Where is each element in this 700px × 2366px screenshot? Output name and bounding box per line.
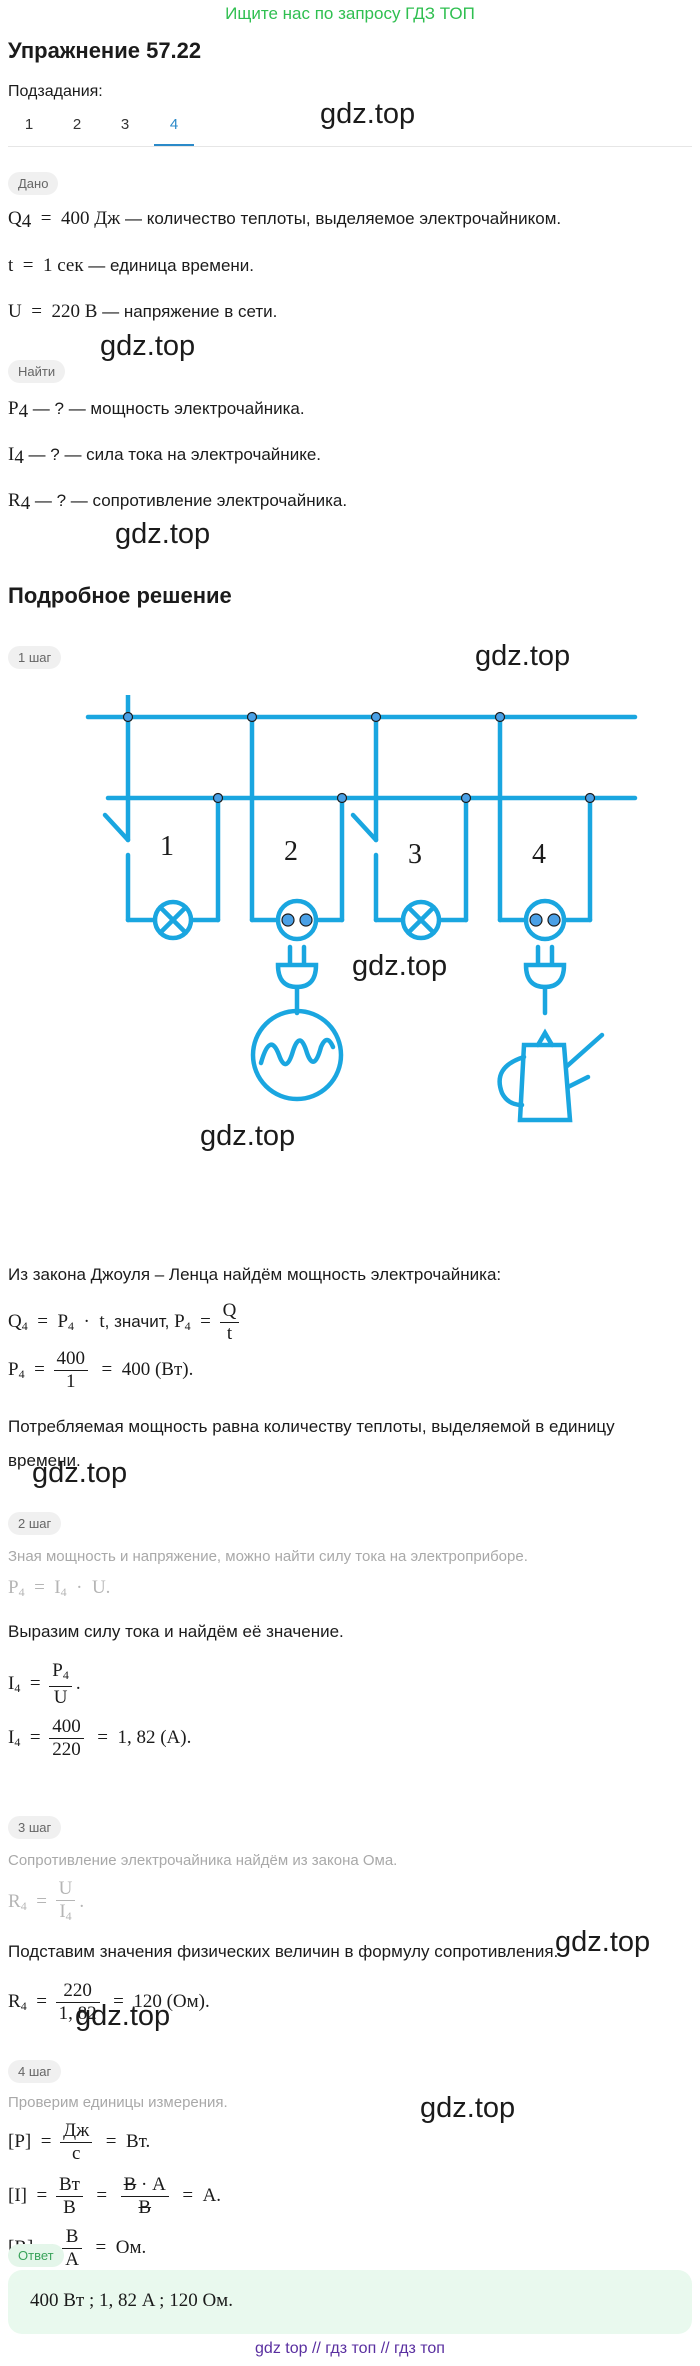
watermark-8: gdz.top xyxy=(555,1926,651,1958)
watermark-5: gdz.top xyxy=(352,950,448,982)
step2-hint: Зная мощность и напряжение, можно найти … xyxy=(8,1548,528,1565)
step4-hint: Проверим единицы измерения. xyxy=(8,2094,228,2111)
answer-pill: Ответ xyxy=(8,2244,64,2267)
watermark-3: gdz.top xyxy=(115,518,211,550)
step-2-pill: 2 шаг xyxy=(8,1512,62,1535)
step3-intro: Подставим значения физических величин в … xyxy=(8,1942,559,1961)
watermark-10: gdz.top xyxy=(420,2092,516,2124)
tab-2[interactable]: 2 xyxy=(72,116,82,133)
watermark-6: gdz.top xyxy=(200,1120,296,1152)
tab-1[interactable]: 1 xyxy=(24,116,34,133)
branch-label-3: 3 xyxy=(408,839,422,870)
top-banner[interactable]: Ищите нас по запросу ГДЗ ТОП xyxy=(225,4,475,23)
find-line-3: R4 — ? — сопротивление электрочайника. xyxy=(8,490,348,514)
given-pill: Дано xyxy=(8,172,59,195)
watermark-9: gdz.top xyxy=(75,2000,171,2032)
footer-links[interactable]: gdz top // гдз топ // гдз топ xyxy=(255,2340,445,2357)
tab-4[interactable]: 4 xyxy=(154,112,194,146)
watermark-1: gdz.top xyxy=(320,98,416,130)
step2-intro: Выразим силу тока и найдём её значение. xyxy=(8,1622,344,1641)
solution-title: Подробное решение xyxy=(8,583,232,608)
circuit-diagram: 1 2 3 4 xyxy=(85,695,638,1123)
step3-hint: Сопротивление электрочайника найдём из з… xyxy=(8,1852,398,1869)
branch-label-4: 4 xyxy=(532,839,546,870)
step2-grey-formula: P4 = I4 · U. xyxy=(8,1577,111,1599)
given-line-2: t = 1 сек — единица времени. xyxy=(8,255,255,276)
given-line-3: U = 220 В — напряжение в сети. xyxy=(8,301,278,322)
watermark-4: gdz.top xyxy=(475,640,571,672)
branch-label-2: 2 xyxy=(284,836,298,867)
find-pill: Найти xyxy=(8,360,66,383)
find-line-1: P4 — ? — мощность электрочайника. xyxy=(8,398,305,422)
watermark-2: gdz.top xyxy=(100,330,196,362)
subtask-tabs: 1 2 3 4 xyxy=(8,112,692,147)
branch-label-1: 1 xyxy=(160,831,174,862)
step-3-pill: 3 шаг xyxy=(8,1816,62,1839)
answer-box xyxy=(8,2270,692,2334)
step1-intro: Из закона Джоуля – Ленца найдём мощность… xyxy=(8,1265,502,1284)
tab-3[interactable]: 3 xyxy=(120,116,130,133)
step1-conclusion: Потребляемая мощность равна количеству т… xyxy=(8,1417,615,1470)
given-line-1: Q4 = 400 Дж — количество теплоты, выделя… xyxy=(8,208,562,232)
watermark-7: gdz.top xyxy=(32,1457,128,1489)
exercise-title: Упражнение 57.22 xyxy=(8,38,202,63)
step-4-pill: 4 шаг xyxy=(8,2060,62,2083)
step-1-pill: 1 шаг xyxy=(8,646,62,669)
answer-text: 400 Вт ; 1, 82 A ; 120 Ом. xyxy=(30,2290,233,2311)
find-line-2: I4 — ? — сила тока на электрочайнике. xyxy=(8,444,321,468)
subtasks-label: Подзадания: xyxy=(8,83,103,100)
